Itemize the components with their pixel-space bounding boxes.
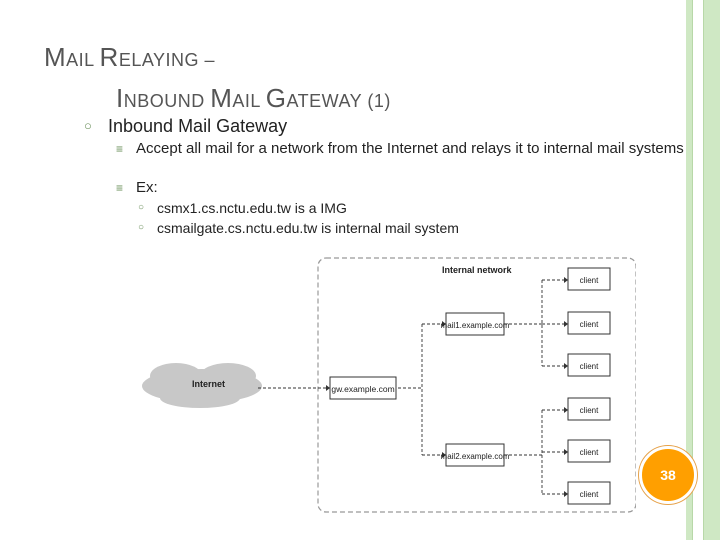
mail1-label: mail1.example.com	[441, 321, 510, 330]
bullet-ring-icon: ○	[138, 202, 145, 213]
internet-label: Internet	[192, 379, 225, 389]
bullet-bars-icon: ≡	[116, 181, 124, 195]
inbound-gateway-diagram: Internal network Internet gw.ex	[142, 257, 636, 513]
page-number-badge: 38	[639, 446, 697, 504]
client-1: client	[567, 267, 611, 291]
svg-text:client: client	[580, 276, 599, 285]
title-line-1: MAIL RELAYING –	[44, 42, 216, 72]
mail1-box	[445, 312, 505, 336]
bullet-inbound-mail-gateway: ○ Inbound Mail Gateway	[84, 116, 288, 136]
svg-text:client: client	[580, 406, 599, 415]
decorative-side-stripe	[692, 0, 704, 540]
client-3: client	[567, 353, 611, 377]
slide-title: MAIL RELAYING – INBOUND MAIL GATEWAY (1)	[44, 38, 644, 120]
bullet-bars-icon: ≡	[116, 142, 124, 156]
example-csmailgate: ○ csmailgate.cs.nctu.edu.tw is internal …	[138, 220, 459, 236]
gateway-box	[329, 376, 397, 400]
mail2-label: mail2.example.com	[441, 452, 510, 461]
internal-network-boundary	[317, 257, 636, 513]
mail2-box	[445, 443, 505, 467]
svg-text:client: client	[580, 490, 599, 499]
connector-arrowheads	[326, 277, 568, 497]
client-4: client	[567, 397, 611, 421]
svg-text:client: client	[580, 448, 599, 457]
svg-text:client: client	[580, 320, 599, 329]
sub-bullet-ex: ≡ Ex:	[116, 179, 158, 196]
svg-text:client: client	[580, 362, 599, 371]
bullet-ring-icon: ○	[84, 118, 92, 133]
sub-bullet-accept-mail: ≡ Accept all mail for a network from the…	[116, 140, 684, 157]
decorative-side-bar	[686, 0, 720, 540]
internal-network-label: Internal network	[442, 265, 513, 275]
internet-cloud-icon	[142, 363, 262, 408]
client-5: client	[567, 439, 611, 463]
bullet-ring-icon: ○	[138, 222, 145, 233]
connector-lines	[258, 279, 564, 495]
client-2: client	[567, 311, 611, 335]
title-line-2: INBOUND MAIL GATEWAY (1)	[116, 83, 391, 113]
example-csmx1: ○ csmx1.cs.nctu.edu.tw is a IMG	[138, 200, 347, 216]
client-6: client	[567, 481, 611, 505]
gateway-label: gw.example.com	[331, 384, 394, 394]
